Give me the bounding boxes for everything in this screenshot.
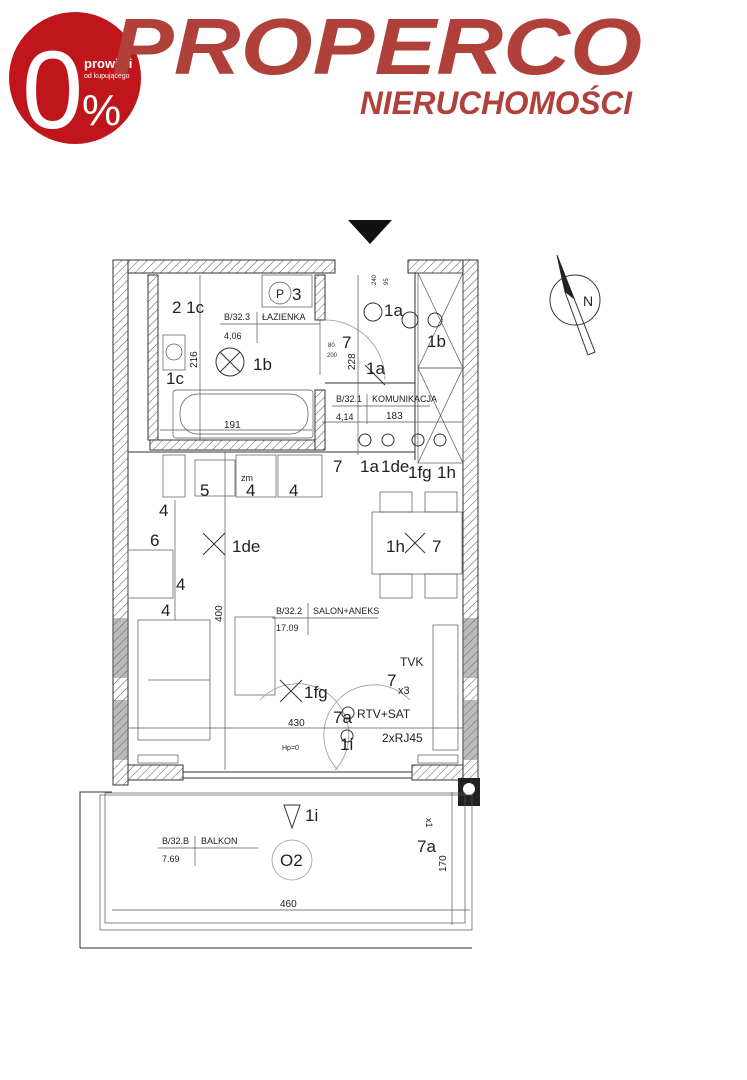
dim-label: 170: [438, 855, 449, 872]
symbol-label: 7: [333, 457, 342, 476]
dimension-lines: [112, 275, 470, 925]
symbol-label: 4: [289, 481, 298, 500]
room-code: B/32.B: [162, 836, 189, 846]
symbol-label: 4: [159, 501, 168, 520]
symbol-label: x1: [424, 818, 434, 828]
symbol-label: 1de: [381, 457, 409, 476]
room-area: 7.69: [162, 854, 180, 864]
brand-subtitle: NIERUCHOMOŚCI: [360, 85, 633, 121]
logo: 0 % prowizji od kupującego PROPERCO NIER…: [9, 2, 642, 152]
symbol-label: 1h: [437, 463, 456, 482]
symbol-label: 1a: [384, 301, 403, 320]
room-label-bathroom: B/32.3 ŁAZIENKA 4,06: [220, 312, 320, 343]
symbol-label: 2xRJ45: [382, 731, 423, 745]
symbol-label: P: [276, 287, 284, 301]
room-code: B/32.3: [224, 312, 250, 322]
symbol-label: TVK: [400, 655, 423, 669]
room-area: 4,14: [336, 412, 354, 422]
symbol-label: 5: [200, 481, 209, 500]
symbol-label: 7: [432, 537, 441, 556]
electrical-symbols: 2 1c 1c 3 1b 7 1a 1b 1a 7 1a 1de 1fg 1h …: [150, 285, 456, 870]
dim-label: 228: [347, 353, 358, 370]
symbol-label: 1a: [360, 457, 379, 476]
symbol-label: 7a: [333, 708, 352, 727]
dim-label: 95: [384, 278, 390, 285]
dim-label: 240: [372, 274, 378, 285]
entrance-arrow-icon: [348, 220, 392, 244]
room-area: 17.09: [276, 623, 299, 633]
symbol-label: 7a: [417, 837, 436, 856]
symbol-label: 1i: [305, 806, 318, 825]
room-name: SALON+ANEKS: [313, 606, 379, 616]
symbol-label: 1h: [386, 537, 405, 556]
living-furniture: [137, 616, 459, 771]
brand-name: PROPERCO: [112, 2, 642, 91]
dim-label: 191: [224, 420, 241, 431]
symbol-label: 3: [292, 285, 301, 304]
north-compass-icon: N: [549, 254, 601, 356]
symbol-label: 1a: [366, 359, 385, 378]
symbol-label: Hp=0: [282, 745, 299, 752]
badge-line2: od kupującego: [84, 73, 130, 80]
room-name: ŁAZIENKA: [262, 312, 306, 322]
symbol-label: 4: [176, 575, 185, 594]
commission-badge: [9, 12, 141, 144]
badge-zero: 0: [22, 29, 83, 152]
room-label-balcony: B/32.B BALKON 7.69: [158, 836, 258, 866]
symbol-label: 1i: [340, 735, 353, 754]
symbol-label: zm: [241, 473, 253, 483]
symbol-label: 1b: [253, 355, 272, 374]
dim-label: 430: [288, 718, 305, 729]
room-code: B/32.1: [336, 394, 362, 404]
symbol-label: 1fg: [304, 683, 328, 702]
dining-table: [371, 491, 463, 599]
room-name: KOMUNIKACJA: [372, 394, 437, 404]
kitchen-units: [127, 454, 323, 620]
symbol-label: x3: [398, 685, 410, 697]
room-name: BALKON: [201, 836, 238, 846]
room-area: 4,06: [224, 331, 242, 341]
symbol-label: 4: [246, 481, 255, 500]
room-label-hallway: B/32.1 KOMUNIKACJA 4,14: [332, 394, 437, 424]
balcony: [79, 791, 473, 949]
dim-label: 460: [280, 899, 297, 910]
room-label-living: B/32.2 SALON+ANEKS 17.09: [272, 603, 379, 635]
dim-label: 183: [386, 411, 403, 422]
symbol-label: 1b: [427, 332, 446, 351]
symbol-label: 1fg: [408, 463, 432, 482]
dim-label: 400: [214, 605, 225, 622]
dim-label: 80: [328, 343, 335, 349]
badge-line1: prowizji: [84, 56, 132, 71]
symbol-label: 7: [342, 333, 351, 352]
symbol-label: 7: [387, 671, 396, 690]
symbol-label: RTV+SAT: [357, 707, 411, 721]
walls: [112, 259, 480, 806]
symbol-label: 6: [150, 531, 159, 550]
symbol-label: 2 1c: [172, 298, 205, 317]
room-code: B/32.2: [276, 606, 302, 616]
symbol-label: O2: [280, 851, 303, 870]
dim-label: 216: [189, 351, 200, 368]
bathroom-fixtures: [162, 274, 386, 439]
dim-label: 200: [327, 353, 338, 359]
badge-percent: %: [82, 86, 121, 135]
dimension-labels: 191 216 228 183 400 430 460 170 80 200 2…: [189, 274, 449, 910]
compass-north-label: N: [583, 293, 593, 309]
symbol-label: 1c: [166, 369, 184, 388]
symbol-label: 4: [161, 601, 170, 620]
symbol-label: 1de: [232, 537, 260, 556]
